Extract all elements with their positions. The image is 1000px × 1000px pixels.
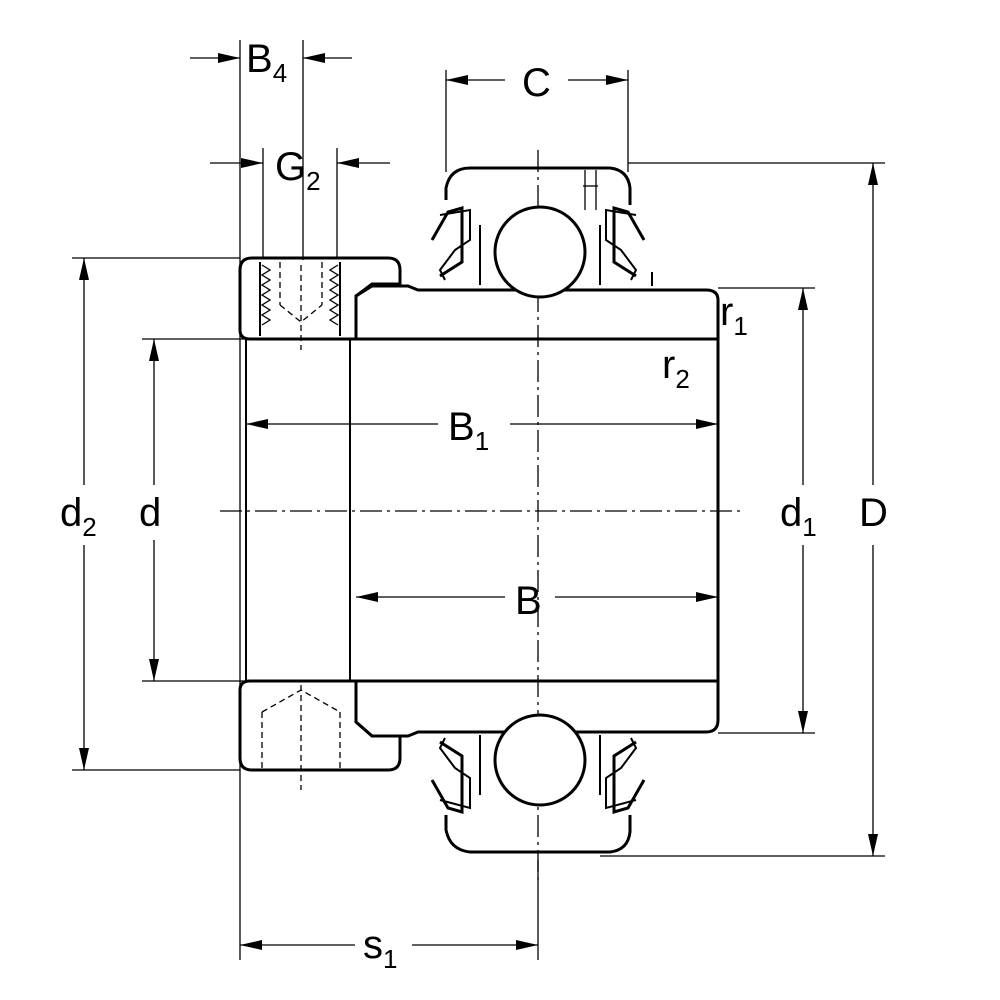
label-d2: d2	[60, 491, 97, 542]
ball-bottom	[493, 713, 587, 807]
dimension-d	[149, 339, 159, 681]
locking-collar-top	[238, 256, 402, 350]
label-b4: B4	[246, 37, 287, 88]
label-c: C	[522, 61, 551, 105]
dimension-s1	[240, 940, 538, 950]
dimension-g2	[210, 158, 390, 168]
label-b1: B1	[448, 405, 489, 456]
label-b: B	[515, 579, 542, 623]
outer-ring-top	[430, 166, 653, 286]
dimension-b4	[190, 53, 352, 63]
label-d1: d1	[780, 491, 817, 542]
dimension-b	[356, 592, 718, 602]
ball-top	[493, 205, 587, 299]
dimension-d1	[798, 288, 808, 733]
inner-ring	[354, 284, 720, 738]
label-d: d	[139, 491, 161, 535]
dimension-b1	[246, 419, 718, 429]
dimension-c	[446, 75, 628, 85]
dimension-d2	[79, 258, 89, 770]
outer-ring-bottom	[430, 735, 646, 854]
dimension-D	[868, 163, 878, 856]
label-r1: r1	[720, 290, 748, 341]
label-D: D	[859, 491, 888, 535]
label-r2: r2	[662, 343, 690, 394]
label-g2: G2	[275, 145, 321, 196]
locking-collar-bottom	[238, 679, 402, 790]
extension-lines	[72, 40, 885, 960]
label-s1: s1	[363, 923, 397, 974]
